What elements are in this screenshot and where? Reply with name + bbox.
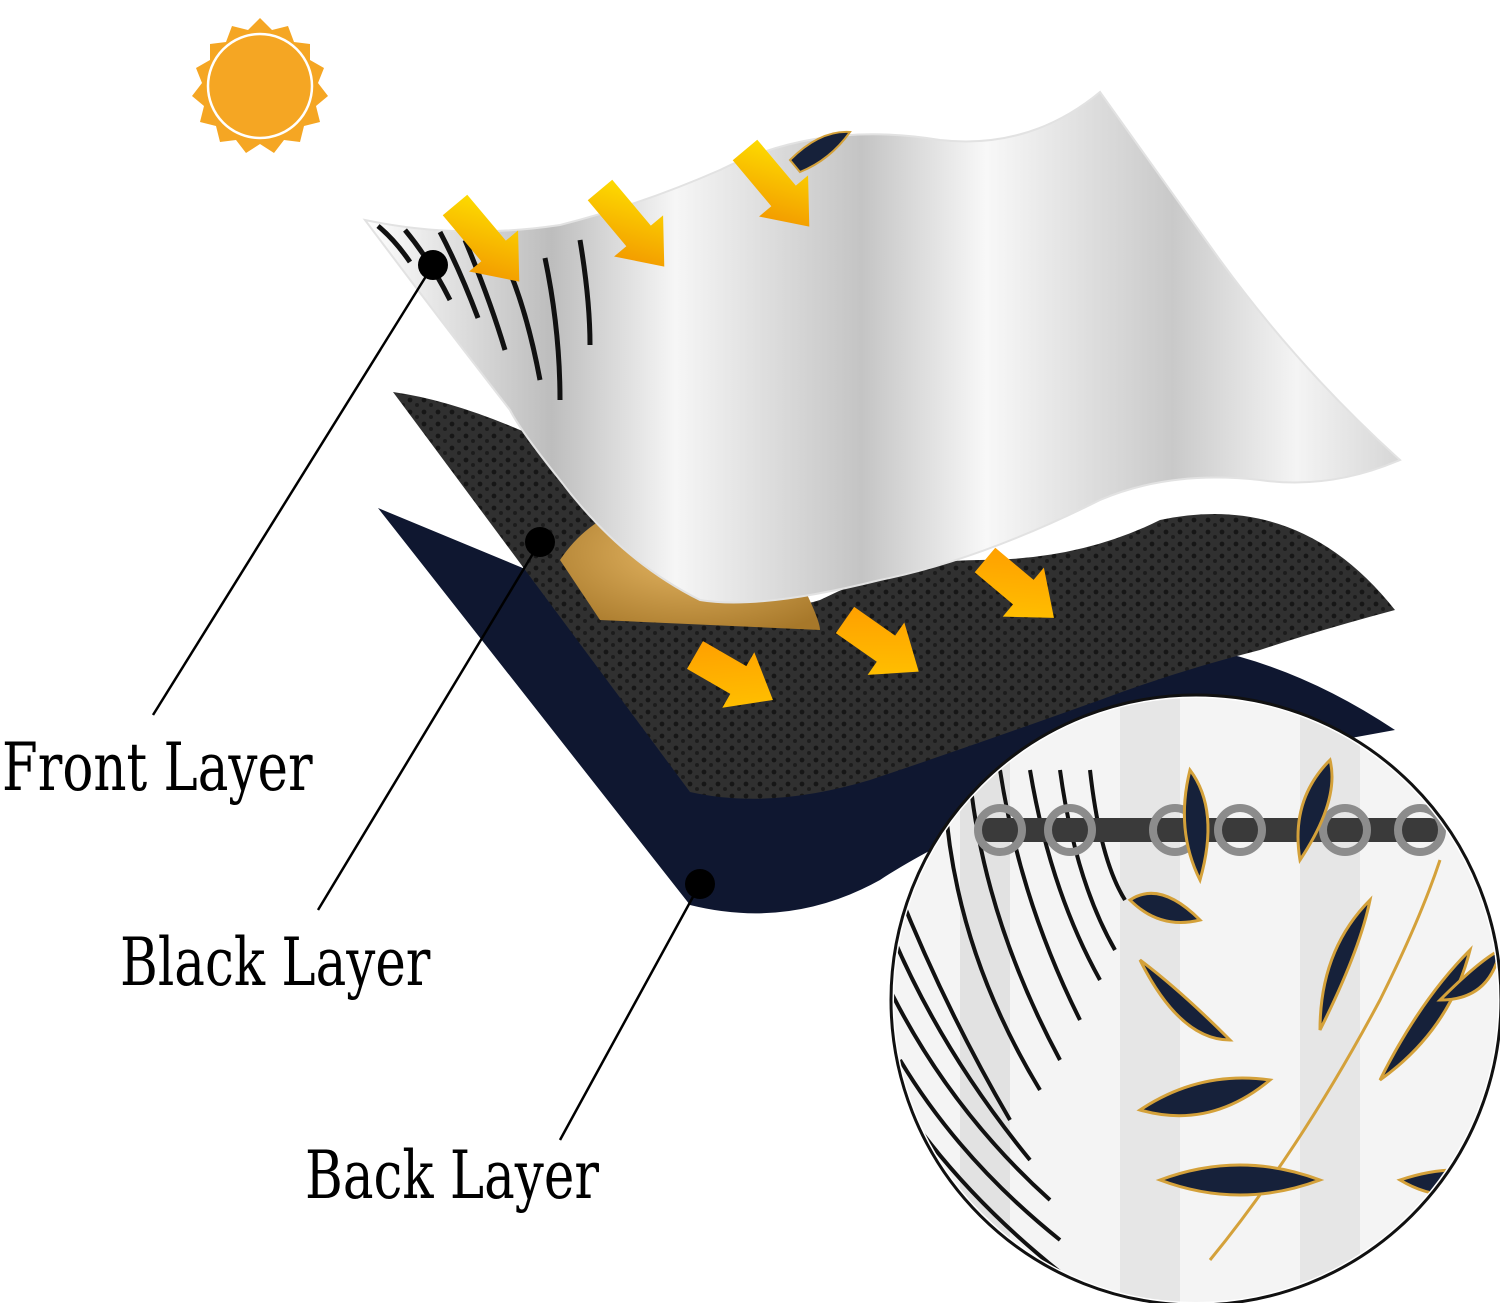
back-layer-leader (558, 883, 702, 1141)
sunlight-arrow-icon (974, 547, 1054, 618)
black-layer-shape (393, 392, 1395, 799)
sun-icon (192, 18, 328, 153)
black-layer-leader (316, 541, 542, 911)
sunlight-arrow-icon (442, 194, 520, 282)
sunlight-arrow-icon (835, 606, 919, 675)
front-leaf-shape (788, 130, 852, 174)
sunlight-arrow-icon (732, 139, 810, 227)
front-layer-leader (151, 264, 435, 716)
curtain-closeup (889, 693, 1500, 1303)
sunlight-arrows (442, 139, 1054, 708)
front-layer-label: Front Layer (2, 729, 313, 806)
back-layer-label: Back Layer (305, 1137, 599, 1214)
sunlight-arrow-icon (687, 641, 773, 708)
sunlight-arrow-icon (587, 179, 665, 267)
black-layer-label: Black Layer (120, 924, 431, 1001)
